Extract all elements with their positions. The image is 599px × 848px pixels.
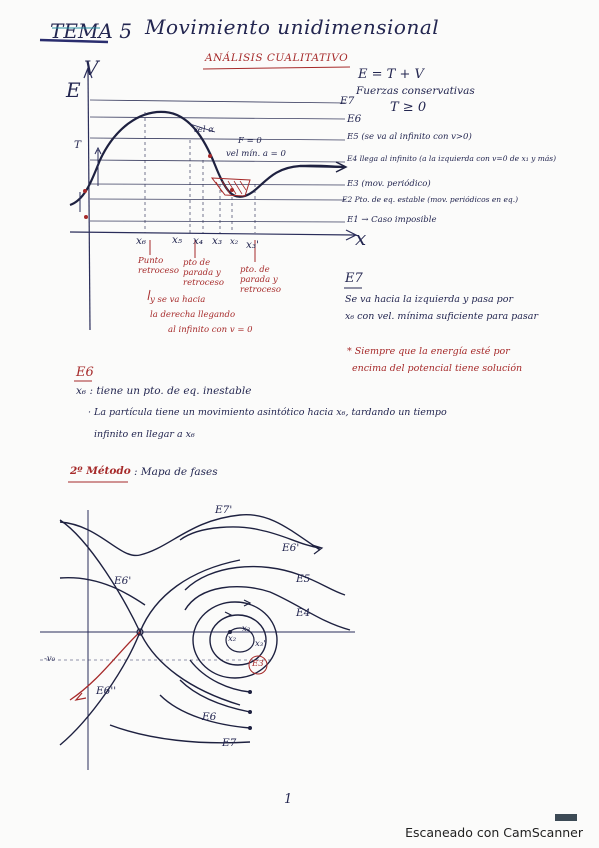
phase-label-e4: E4	[296, 607, 311, 619]
camscanner-mark	[555, 814, 577, 821]
phase-label-x2: x₂	[228, 634, 237, 644]
phase-label-e6p-top: E6'	[282, 542, 300, 554]
phase-label-e6p: E6'	[114, 575, 132, 587]
note-line1: y se va hacia	[150, 295, 206, 305]
section-subtitle: ANÁLISIS CUALITATIVO	[205, 52, 349, 64]
phase-label-x3: x₃	[242, 624, 251, 634]
e7-note-line2: x₆ con vel. mínima suficiente para pasar	[345, 311, 539, 322]
note-line3: al infinito con v = 0	[168, 325, 253, 335]
e7-note-title: E7	[345, 271, 363, 286]
red-note-line1: * Siempre que la energía esté por	[347, 346, 510, 357]
red-note-line2: encima del potencial tiene solución	[352, 363, 523, 374]
camscanner-footer: Escaneado con CamScanner	[405, 825, 583, 840]
phase-label-e3: E3	[252, 659, 264, 669]
level-e7: E7	[340, 95, 355, 107]
xtick-x3p: x₃'	[246, 239, 260, 251]
tema-label: TEMA 5	[50, 19, 132, 43]
xtick-x2: x₂	[230, 237, 239, 247]
xtick-x6: x₆	[136, 235, 147, 247]
phase-label-e6pp: E6''	[96, 685, 117, 697]
level-e4: E4 llega al infinito (a la izquierda con…	[347, 154, 557, 163]
e6-line1: x₆ : tiene un pto. de eq. inestable	[76, 385, 252, 397]
e6-line2: · La partícula tiene un movimiento asint…	[88, 407, 447, 418]
phase-label-e7: E7	[222, 737, 237, 749]
page-title: Movimiento unidimensional	[145, 15, 440, 39]
energy-equation: E = T + V	[358, 67, 424, 82]
pto-parada-label: pto de parada y retroceso	[183, 258, 224, 289]
t-marker: T	[74, 139, 82, 151]
level-e2: E2 Pto. de eq. estable (mov. periódicos …	[342, 195, 519, 204]
kinetic-inequality: T ≥ 0	[390, 100, 427, 115]
vel-alpha-label: vel α	[193, 125, 214, 135]
forces-note: Fuerzas conservativas	[356, 85, 475, 97]
level-e1: E1 → Caso imposible	[347, 215, 437, 225]
phase-label-e6: E6	[202, 711, 217, 723]
method2-subtitle: : Mapa de fases	[134, 466, 218, 478]
e-axis-label: E	[66, 78, 81, 102]
v-axis-label: V	[84, 56, 99, 80]
force-zero-label: F = 0	[238, 136, 262, 146]
e7-note-line1: Se va hacia la izquierda y pasa por	[345, 294, 513, 305]
x-axis-label: x	[355, 226, 367, 250]
vel-min-label: vel mín. a = 0	[226, 149, 286, 159]
method2-title: 2º Método	[70, 465, 131, 477]
level-e5: E5 (se va al infinito con v>0)	[347, 132, 472, 142]
phase-label-e7p: E7'	[215, 504, 233, 516]
e6-section-title: E6	[76, 365, 94, 380]
level-e3: E3 (mov. periódico)	[347, 179, 431, 189]
xtick-x4: x₄	[193, 235, 204, 247]
phase-label-v0: -v₀	[44, 654, 56, 664]
e6-line3: infinito en llegar a x₆	[94, 429, 195, 440]
punto-retroceso-label: Punto retroceso	[138, 256, 179, 277]
xtick-x5: x₅	[172, 234, 183, 246]
pto-parada2-label: pto. de parada y retroceso	[240, 265, 281, 296]
phase-label-x3p: x₃'	[255, 639, 266, 649]
level-e6: E6	[347, 113, 362, 125]
note-line2: la derecha llegando	[150, 310, 236, 320]
xtick-x3: x₃	[212, 235, 223, 247]
phase-label-e5: E5	[296, 573, 311, 585]
page-number: 1	[284, 792, 293, 807]
